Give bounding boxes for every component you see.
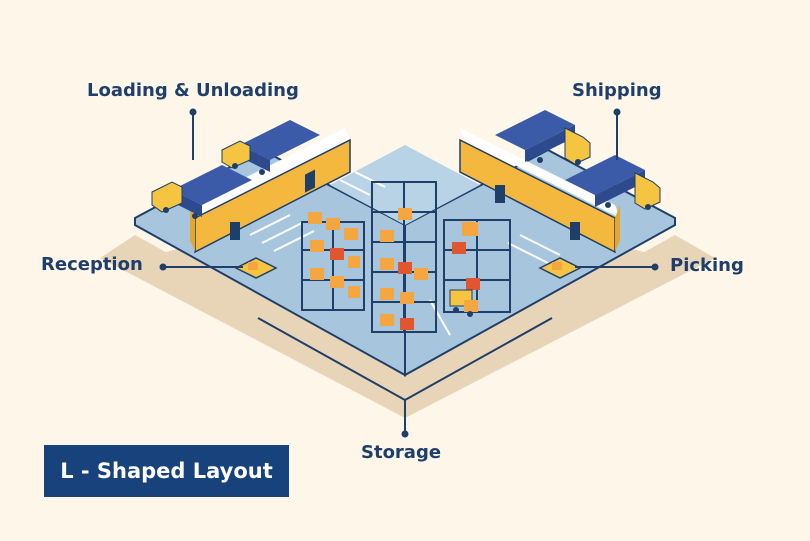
storage-pointer-dot — [401, 430, 409, 438]
truck-left-top — [221, 120, 320, 175]
label-picking: Picking — [670, 255, 744, 276]
leader-lines — [163, 112, 655, 268]
leader-dots — [159, 108, 659, 271]
forklift — [449, 289, 478, 317]
left-dock-building — [190, 128, 351, 254]
storage-bracket — [257, 317, 553, 434]
truck-left-bottom — [151, 165, 252, 219]
label-storage: Storage — [361, 442, 442, 463]
floor-shadow — [100, 235, 715, 418]
truck-right-top — [495, 110, 591, 165]
parking-lines — [249, 171, 561, 336]
layout-title-box: L - Shaped Layout — [44, 445, 289, 497]
rack-center-boxes — [380, 208, 428, 330]
label-shipping: Shipping — [572, 80, 662, 101]
right-dock-building — [459, 128, 620, 254]
label-reception: Reception — [41, 254, 143, 275]
layout-title: L - Shaped Layout — [60, 459, 273, 483]
truck-right-bottom — [565, 155, 661, 210]
rack-left-boxes — [308, 212, 360, 298]
reception-desk — [234, 257, 278, 279]
label-loading-unloading: Loading & Unloading — [87, 80, 299, 101]
rack-right-boxes — [452, 222, 480, 290]
